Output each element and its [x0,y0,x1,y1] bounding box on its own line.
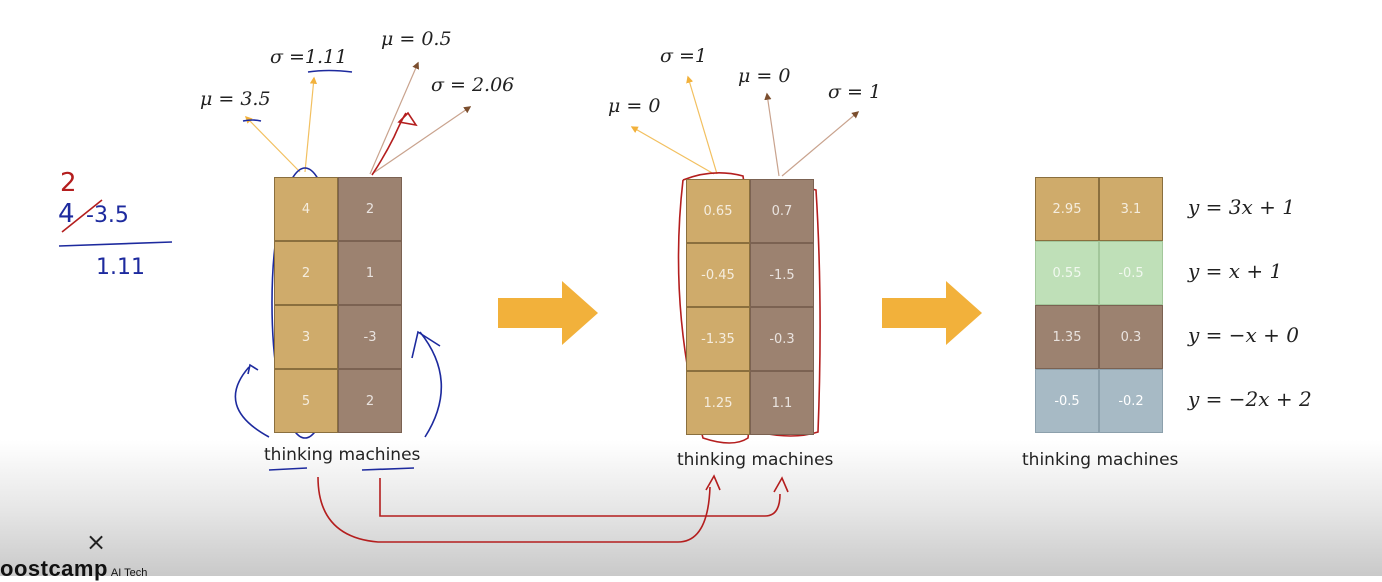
panel3-cell: -0.2 [1099,369,1163,433]
panel3-equation: y = −2x + 2 [1188,387,1312,411]
close-icon[interactable]: × [86,528,107,556]
arrow-sigma-left-2 [686,75,718,175]
panel1-col2-cell: 2 [338,369,402,433]
panel2-col1-cell: -1.35 [686,307,750,371]
panel1-caption: thinking machines [264,445,421,465]
panel1-sigma-left: σ =1.11 [270,46,348,68]
arrow-mu-right-1 [369,61,420,175]
arrow-sigma-right-2 [781,111,860,177]
panel1-col2-cell: 2 [338,177,402,241]
panel2-col2-cell: 1.1 [750,371,814,435]
panel1-col1-cell: 4 [274,177,338,241]
panel2-col2-cell: 0.7 [750,179,814,243]
big-arrow-2 [882,281,982,345]
panel2-col2-cell: -1.5 [750,243,814,307]
panel2-col1-cell: -0.45 [686,243,750,307]
panel1-mu-left: μ = 3.5 [200,88,271,110]
handwritten-numerator-top: 2 [60,168,77,198]
logo-sub-text: AI Tech [110,567,148,579]
panel3-cell: 0.3 [1099,305,1163,369]
panel1-col1-cell: 5 [274,369,338,433]
panel2-col2-cell: -0.3 [750,307,814,371]
panel1-col1-cell: 3 [274,305,338,369]
panel3-equation: y = x + 1 [1188,259,1283,283]
panel1-col2-cell: -3 [338,305,402,369]
panel1-mu-right: μ = 0.5 [381,28,452,50]
panel3-cell: -0.5 [1035,369,1099,433]
panel3-cell: 1.35 [1035,305,1099,369]
panel3-cell: -0.5 [1099,241,1163,305]
panel2-col1-cell: 0.65 [686,179,750,243]
panel3-equation: y = −x + 0 [1188,323,1300,347]
big-arrow-1 [498,281,598,345]
arrow-mu-left-1 [244,115,301,173]
panel3-cell: 2.95 [1035,177,1099,241]
arrow-sigma-left-1 [304,76,318,173]
panel1-sigma-right: σ = 2.06 [431,74,515,96]
panel3-cell: 0.55 [1035,241,1099,305]
panel2-col1-cell: 1.25 [686,371,750,435]
panel2-sigma-left: σ =1 [660,45,708,67]
panel3-equation: y = 3x + 1 [1188,195,1295,219]
panel2-mu-right: μ = 0 [738,65,791,87]
arrow-sigma-right-1 [371,106,472,175]
panel2-sigma-right: σ = 1 [828,81,882,103]
handwritten-numerator-rest: -3.5 [86,203,129,228]
logo-main-text: oostcamp [0,556,108,581]
panel2-caption: thinking machines [677,450,834,470]
panel3-cell: 3.1 [1099,177,1163,241]
panel1-col2-cell: 1 [338,241,402,305]
handwritten-numerator-crossed: 4 [58,199,75,229]
panel2-mu-left: μ = 0 [608,95,661,117]
handwritten-denominator: 1.11 [96,255,145,280]
arrow-mu-right-2 [764,92,780,177]
panel1-col1-cell: 2 [274,241,338,305]
panel3-caption: thinking machines [1022,450,1179,470]
arrow-mu-left-2 [630,126,715,175]
